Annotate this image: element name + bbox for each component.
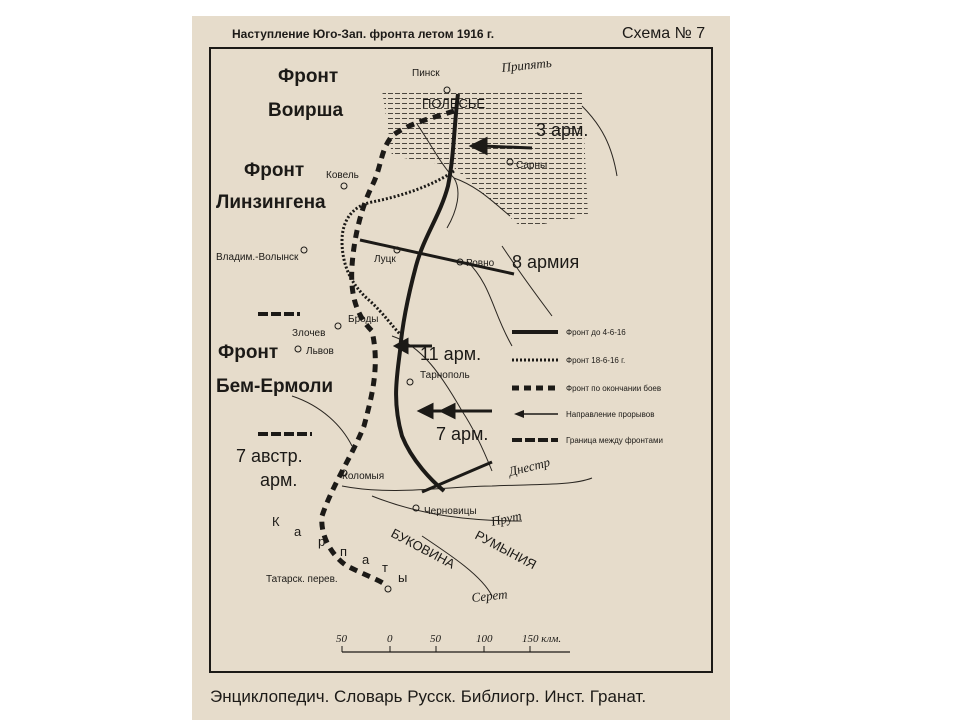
front-boundaries	[258, 312, 312, 436]
scale-bar: 50 0 50 100 150 клм.	[336, 633, 570, 653]
label-tarnopol: Тарнополь	[420, 370, 470, 381]
marsh-area	[382, 90, 588, 228]
scale-tick-2: 50	[430, 633, 442, 645]
front-line-before	[394, 93, 460, 493]
breakthrough-arrows	[392, 136, 533, 420]
label-seret: Серет	[471, 586, 508, 605]
legend-label-june: Фронт 18-6-16 г.	[566, 356, 625, 365]
label-prut: Прут	[489, 508, 523, 529]
scale-tick-0: 50	[336, 633, 348, 645]
legend-label-before: Фронт до 4-6-16	[566, 328, 626, 337]
label-bukovina: БУКОВИНА	[389, 525, 458, 571]
label-kolomyya: Коломыя	[342, 471, 384, 482]
legend-label-arrow: Направление прорывов	[566, 410, 655, 419]
label-lvov: Львов	[306, 346, 334, 357]
map-figure: Наступление Юго-Зап. фронта летом 1916 г…	[209, 25, 713, 706]
label-dnestr: Днестр	[505, 454, 552, 479]
label-front-voirsh-2: Воирша	[268, 100, 343, 121]
front-line-after	[319, 108, 455, 588]
label-karpaty-0: К	[272, 514, 280, 529]
legend-label-boundary: Граница между фронтами	[566, 436, 663, 445]
label-front-bem-2: Бем-Ермоли	[216, 376, 333, 397]
label-army-aust7-1: 7 австр.	[236, 446, 303, 466]
front-line-june	[340, 169, 455, 336]
map-scan: Наступление Юго-Зап. фронта летом 1916 г…	[192, 16, 730, 720]
label-sarny: Сарны	[516, 160, 547, 171]
legend-label-after: Фронт по окончании боев	[566, 384, 661, 393]
label-kovel: Ковель	[326, 170, 359, 181]
scheme-number: Схема № 7	[622, 25, 705, 42]
label-front-voirsh-1: Фронт	[278, 66, 338, 87]
label-pripyat: Припять	[500, 55, 553, 75]
legend: Фронт до 4-6-16 Фронт 18-6-16 г. Фронт п…	[512, 328, 663, 445]
map-frame	[209, 47, 713, 673]
label-pinsk: Пинск	[412, 68, 440, 79]
label-chernovtsy: Черновицы	[424, 506, 477, 517]
footer-source: Энциклопедич. Словарь Русск. Библиогр. И…	[210, 687, 646, 706]
label-zlochev: Злочев	[292, 328, 325, 339]
label-karpaty-1: а	[294, 524, 302, 539]
label-front-linz-1: Фронт	[244, 160, 304, 181]
label-front-linz-2: Линзингена	[216, 192, 326, 213]
label-karpaty-5: т	[382, 560, 388, 575]
label-tatarsk: Татарск. перев.	[266, 574, 338, 585]
army-7-line	[421, 460, 493, 494]
scale-tick-1: 0	[387, 633, 393, 645]
label-front-bem-1: Фронт	[218, 342, 278, 363]
label-karpaty-6: ы	[398, 570, 407, 585]
scale-tick-3: 100	[476, 633, 493, 645]
legend-arrowhead	[514, 410, 524, 418]
label-army-7: 7 арм.	[436, 424, 488, 444]
label-lutsk: Луцк	[374, 254, 396, 265]
scale-tick-4: 150 клм.	[522, 633, 561, 645]
army-8-line	[359, 238, 515, 276]
label-army-11: 11 арм.	[420, 344, 481, 364]
label-rumyniya: РУМЫНИЯ	[473, 527, 539, 572]
town-markers	[294, 86, 514, 593]
label-karpaty-4: а	[362, 552, 370, 567]
label-karpaty-2: р	[318, 534, 325, 549]
label-army-aust7-2: арм.	[260, 470, 297, 490]
label-polesye: ПОЛЕСЬЕ	[422, 96, 485, 111]
label-rovno: Ровно	[466, 258, 495, 269]
label-army-8: 8 армия	[512, 252, 579, 272]
label-brody: Броды	[348, 314, 379, 325]
label-army-3: 3 арм.	[536, 120, 588, 140]
label-karpaty-3: п	[340, 544, 347, 559]
map-title: Наступление Юго-Зап. фронта летом 1916 г…	[232, 27, 494, 41]
label-vladim: Владим.-Волынск	[216, 252, 299, 263]
